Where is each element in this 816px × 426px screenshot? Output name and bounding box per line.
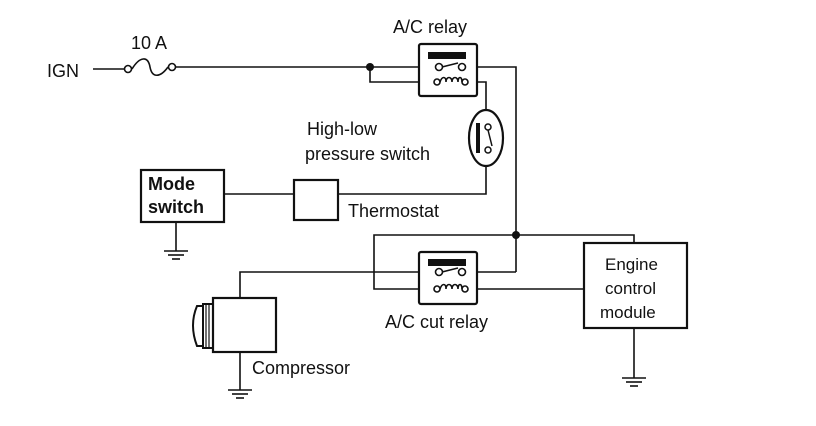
- wire-bus-to-cut-coil: [373, 234, 516, 290]
- compressor-label: Compressor: [252, 358, 350, 378]
- ground-icon: [164, 250, 188, 260]
- pressure-switch-icon: [467, 108, 505, 168]
- wire-to-relay-coil: [369, 67, 437, 83]
- pressure-switch-label-2: pressure switch: [305, 144, 430, 164]
- wire-relay-output-bus: [465, 66, 517, 272]
- wire-cut-to-compressor: [239, 271, 437, 298]
- ground-icon: [622, 377, 646, 387]
- ac-relay-icon: [417, 42, 479, 98]
- fuse-label: 10 A: [131, 33, 167, 53]
- thermostat-icon: [292, 178, 340, 222]
- mode-switch-label-2: switch: [148, 197, 204, 217]
- wire-bus-to-ecm: [516, 234, 635, 243]
- compressor-icon: [192, 296, 278, 354]
- thermostat-label: Thermostat: [348, 201, 439, 221]
- mode-switch-box: [139, 168, 226, 224]
- ecm-label-2: control: [605, 279, 656, 298]
- ecm-label-3: module: [600, 303, 656, 322]
- ecm-box: [582, 241, 689, 330]
- ground-icon: [228, 389, 252, 399]
- mode-switch-label-1: Mode: [148, 174, 195, 194]
- junction-dot: [366, 63, 374, 71]
- ac-cut-relay-icon: [417, 250, 479, 306]
- ac-relay-label: A/C relay: [393, 17, 467, 37]
- ac-cut-relay-label: A/C cut relay: [385, 312, 488, 332]
- ecm-label-1: Engine: [605, 255, 658, 274]
- pressure-switch-label-1: High-low: [307, 119, 378, 139]
- fuse-icon: [123, 58, 177, 77]
- ign-label: IGN: [47, 61, 79, 81]
- junction-dot: [512, 231, 520, 239]
- wire-pressure-to-thermostat: [338, 162, 487, 195]
